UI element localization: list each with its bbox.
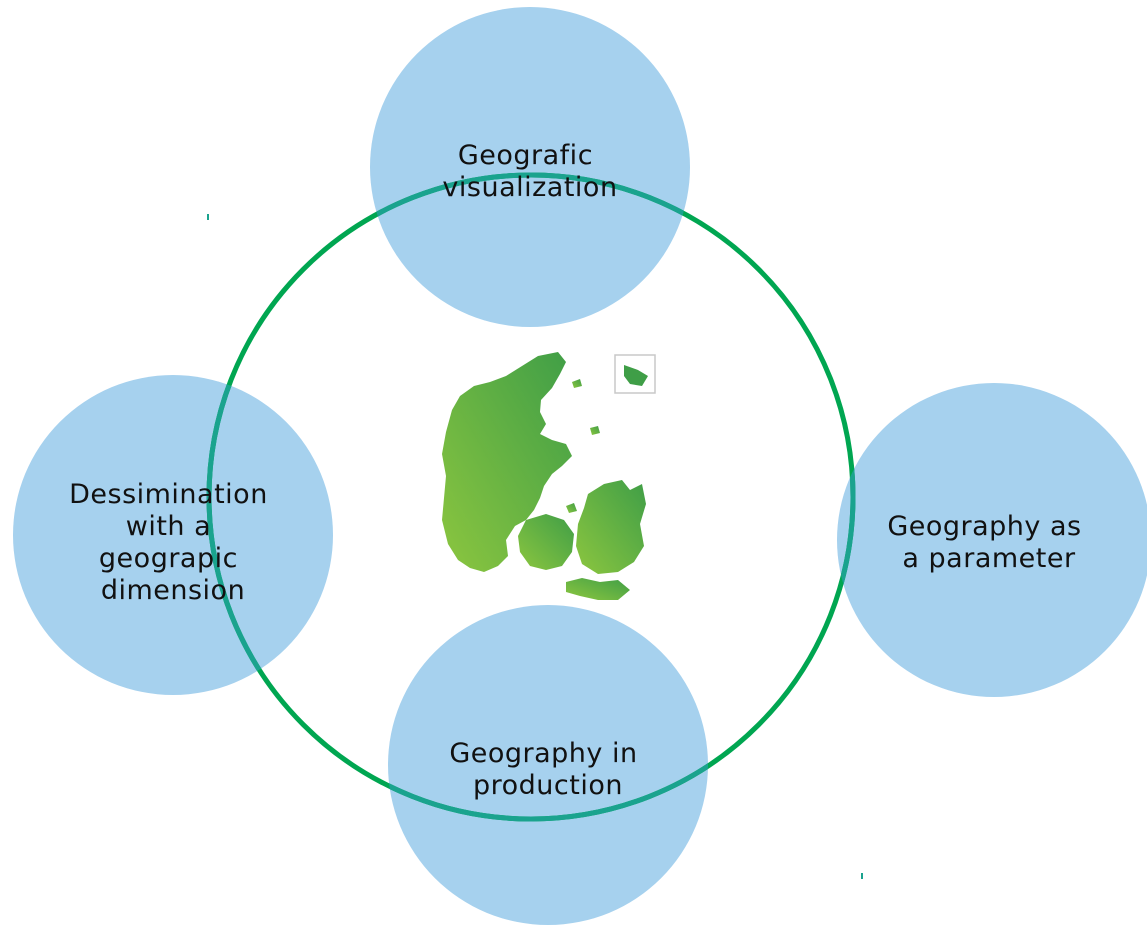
ring-overlap-segments [206,172,856,822]
denmark-map-icon [442,352,656,600]
node-top-label-line: Geografic [458,140,593,171]
node-right-label-line: a parameter [902,543,1076,574]
node-right-bubble [837,383,1147,697]
node-left-label-line: Dessimination [69,479,268,510]
node-top-label: Geografic visualization [442,140,617,203]
node-left-label-line: with a [126,511,211,542]
node-top-bubble [370,7,690,327]
node-top-label-line: visualization [442,172,617,203]
node-left-label: Dessimination with a geograpic dimension [69,479,277,606]
stray-mark [861,873,863,879]
node-right-label: Geography as a parameter [887,511,1090,574]
node-left-label-line: geograpic [99,543,238,574]
stray-mark [207,214,209,220]
node-left-label-line: dimension [101,575,245,606]
node-bottom-label: Geography in production [449,738,646,801]
node-bottom-label-line: Geography in [449,738,637,769]
node-right-label-line: Geography as [887,511,1081,542]
node-bottom-bubble [388,605,708,925]
node-bottom-label-line: production [473,770,623,801]
node-left-bubble [13,375,333,695]
